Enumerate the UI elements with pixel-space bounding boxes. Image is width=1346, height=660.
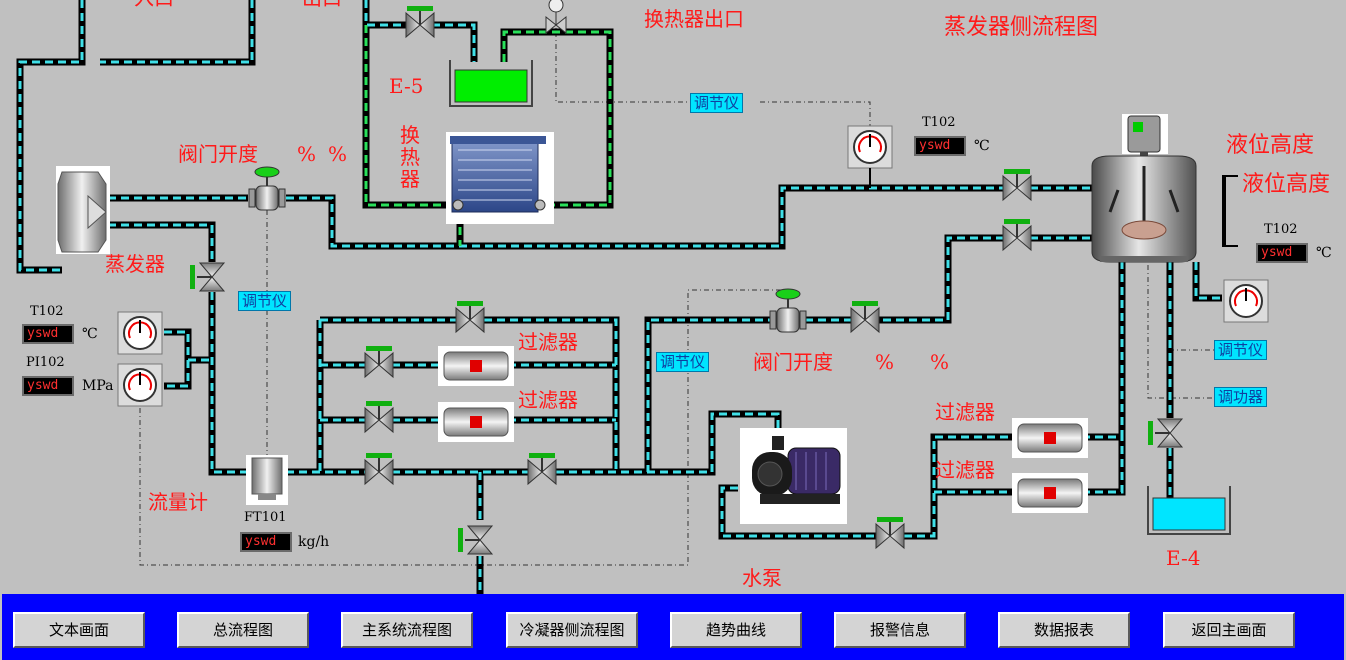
controller-box-left[interactable]: 调节仪 bbox=[238, 291, 292, 311]
flowmeter-ft101 bbox=[246, 455, 288, 505]
controller-box-middle[interactable]: 调节仪 bbox=[656, 352, 710, 372]
nav-overall-flow-button[interactable]: 总流程图 bbox=[177, 612, 309, 648]
nav-alarm-info-button[interactable]: 报警信息 bbox=[834, 612, 966, 648]
t102-top-unit: ℃ bbox=[974, 138, 990, 154]
control-valves bbox=[248, 0, 807, 333]
valve-opening-unit-1b: % bbox=[328, 142, 348, 166]
controller-box-top[interactable]: 调节仪 bbox=[690, 93, 744, 113]
valve-opening-label-2: 阀门开度 bbox=[753, 350, 833, 374]
inlet-label: 入口 bbox=[134, 0, 174, 8]
t102-left-unit: ℃ bbox=[82, 326, 98, 342]
heat-exchanger bbox=[446, 132, 554, 224]
t102-right-unit: ℃ bbox=[1316, 245, 1332, 261]
controller-box-right[interactable]: 调节仪 bbox=[1214, 340, 1268, 360]
power-regulator-box[interactable]: 调功器 bbox=[1214, 387, 1268, 407]
page-title: 蒸发器侧流程图 bbox=[944, 15, 1099, 40]
ft101-display: yswd bbox=[240, 532, 292, 552]
pump-label: 水泵 bbox=[742, 566, 782, 590]
nav-return-main-button[interactable]: 返回主画面 bbox=[1163, 612, 1295, 648]
pi102-display: yswd bbox=[22, 376, 74, 396]
valve-opening-unit-2b: % bbox=[930, 350, 950, 374]
level-label-2: 液位高度 bbox=[1242, 172, 1331, 197]
level-label-1: 液位高度 bbox=[1226, 133, 1315, 158]
filter-label-2: 过滤器 bbox=[518, 388, 578, 412]
e5-label: E-5 bbox=[389, 74, 424, 98]
t102-top-tag: T102 bbox=[922, 115, 956, 130]
filter-label-1: 过滤器 bbox=[518, 330, 578, 354]
outlet-label: 出口 bbox=[302, 0, 342, 8]
evaporator bbox=[56, 166, 110, 254]
t102-right-tag: T102 bbox=[1264, 222, 1298, 237]
ft101-tag: FT101 bbox=[244, 510, 287, 525]
flowmeter-label: 流量计 bbox=[148, 490, 208, 514]
nav-trend-curve-button[interactable]: 趋势曲线 bbox=[670, 612, 802, 648]
tank-e4 bbox=[1147, 486, 1231, 535]
heat-exchanger-label: 换热器 bbox=[400, 123, 420, 191]
pi102-tag: PI102 bbox=[26, 355, 65, 370]
tank-e5 bbox=[449, 60, 533, 107]
pi102-unit: MPa bbox=[82, 378, 114, 394]
level-gauge bbox=[1222, 175, 1238, 247]
nav-main-system-button[interactable]: 主系统流程图 bbox=[341, 612, 473, 648]
t102-left-display: yswd bbox=[22, 324, 74, 344]
evaporator-label: 蒸发器 bbox=[105, 252, 165, 276]
gauges bbox=[117, 125, 1269, 407]
reactor-tank bbox=[1091, 114, 1197, 263]
ft101-unit: kg/h bbox=[298, 534, 330, 550]
gate-valves-vertical bbox=[190, 262, 1184, 555]
nav-text-screen-button[interactable]: 文本画面 bbox=[13, 612, 145, 648]
valve-opening-unit-1a: % bbox=[297, 142, 317, 166]
filter-label-3: 过滤器 bbox=[935, 400, 995, 424]
nav-data-report-button[interactable]: 数据报表 bbox=[998, 612, 1130, 648]
nav-condenser-side-button[interactable]: 冷凝器侧流程图 bbox=[506, 612, 638, 648]
process-pipes bbox=[16, 0, 1222, 594]
water-pump bbox=[740, 428, 847, 524]
hx-outlet-label: 换热器出口 bbox=[644, 7, 744, 31]
bottom-nav-bar: 文本画面 总流程图 主系统流程图 冷凝器侧流程图 趋势曲线 报警信息 数据报表 … bbox=[2, 594, 1344, 660]
t102-right-display: yswd bbox=[1256, 243, 1308, 263]
filters bbox=[438, 346, 1088, 513]
gate-valves bbox=[364, 6, 1032, 550]
filter-label-4: 过滤器 bbox=[935, 458, 995, 482]
t102-left-tag: T102 bbox=[30, 304, 64, 319]
valve-opening-unit-2a: % bbox=[875, 350, 895, 374]
e4-label: E-4 bbox=[1166, 546, 1201, 570]
valve-opening-label-1: 阀门开度 bbox=[178, 142, 258, 166]
t102-top-display: yswd bbox=[914, 136, 966, 156]
